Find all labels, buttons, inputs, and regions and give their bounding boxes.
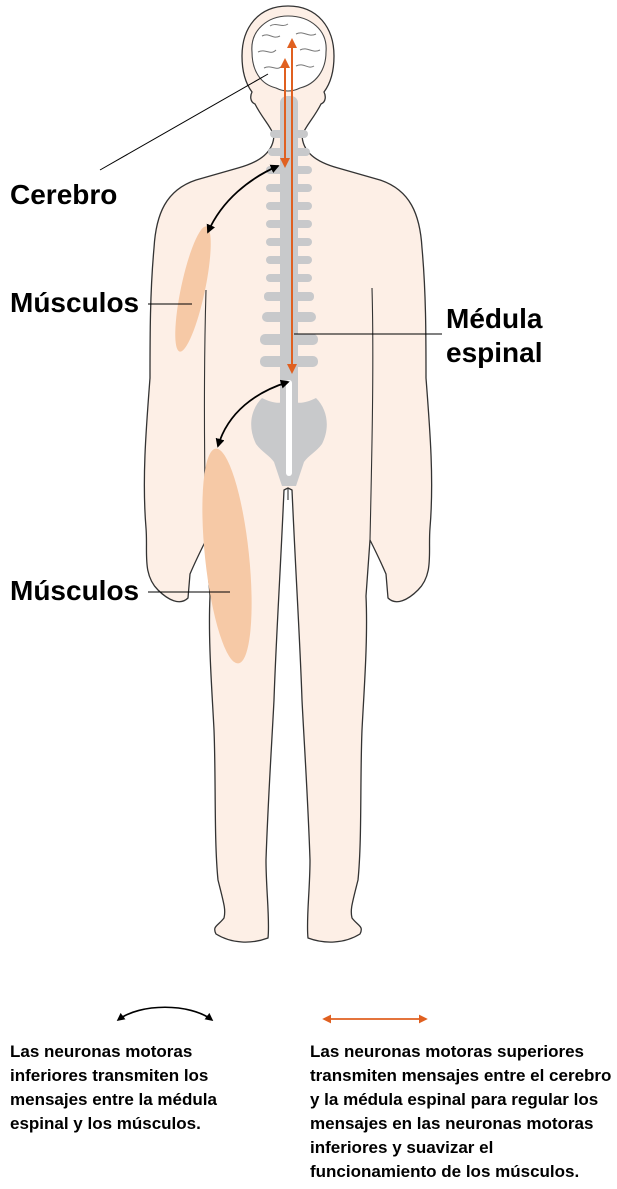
- spinal-cord: [286, 380, 292, 476]
- brain-shape: [252, 16, 326, 91]
- label-cerebro: Cerebro: [10, 178, 117, 212]
- label-medula-line2: espinal: [446, 336, 542, 370]
- label-musculos-arm: Músculos: [10, 286, 139, 320]
- legend-lower-motor-text: Las neuronas motoras inferiores transmit…: [10, 1040, 262, 1136]
- label-medula-espinal: Médula espinal: [446, 302, 542, 370]
- label-medula-line1: Médula: [446, 302, 542, 336]
- curved-double-arrow-icon: [118, 1007, 212, 1020]
- legend-upper-motor-text: Las neuronas motoras superiores transmit…: [310, 1040, 612, 1184]
- label-musculos-leg: Músculos: [10, 574, 139, 608]
- leader-cerebro: [100, 74, 268, 170]
- brain: [252, 16, 326, 91]
